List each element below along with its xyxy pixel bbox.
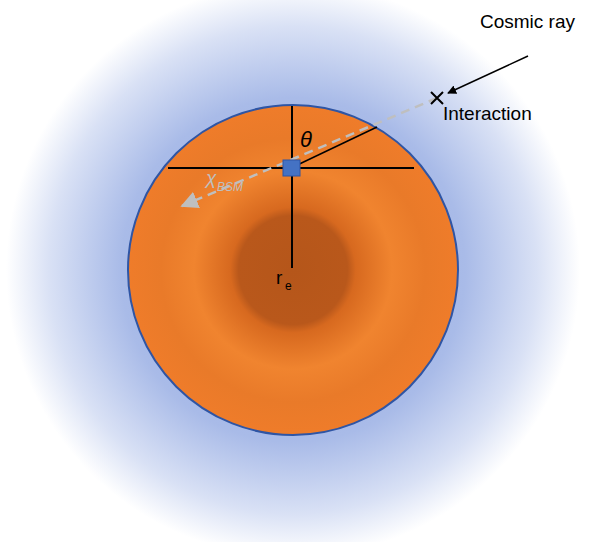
angle-symbol: θ (300, 128, 312, 152)
bsm-particle-path (182, 98, 437, 206)
particle-symbol: χ (206, 168, 216, 189)
radius-line (291, 106, 293, 268)
detector (283, 160, 300, 176)
callout-label: Interaction (443, 104, 532, 125)
atmosphere (6, 0, 580, 542)
earth (128, 105, 458, 435)
radius-symbol: r (276, 268, 282, 289)
track-line (291, 127, 377, 168)
interaction-mark (431, 92, 443, 104)
radius-subscript: e (285, 280, 292, 293)
cosmic-ray-arrow (448, 56, 528, 93)
callout-label: Cosmic ray (480, 12, 575, 33)
particle-subscript: BSM (217, 181, 243, 194)
